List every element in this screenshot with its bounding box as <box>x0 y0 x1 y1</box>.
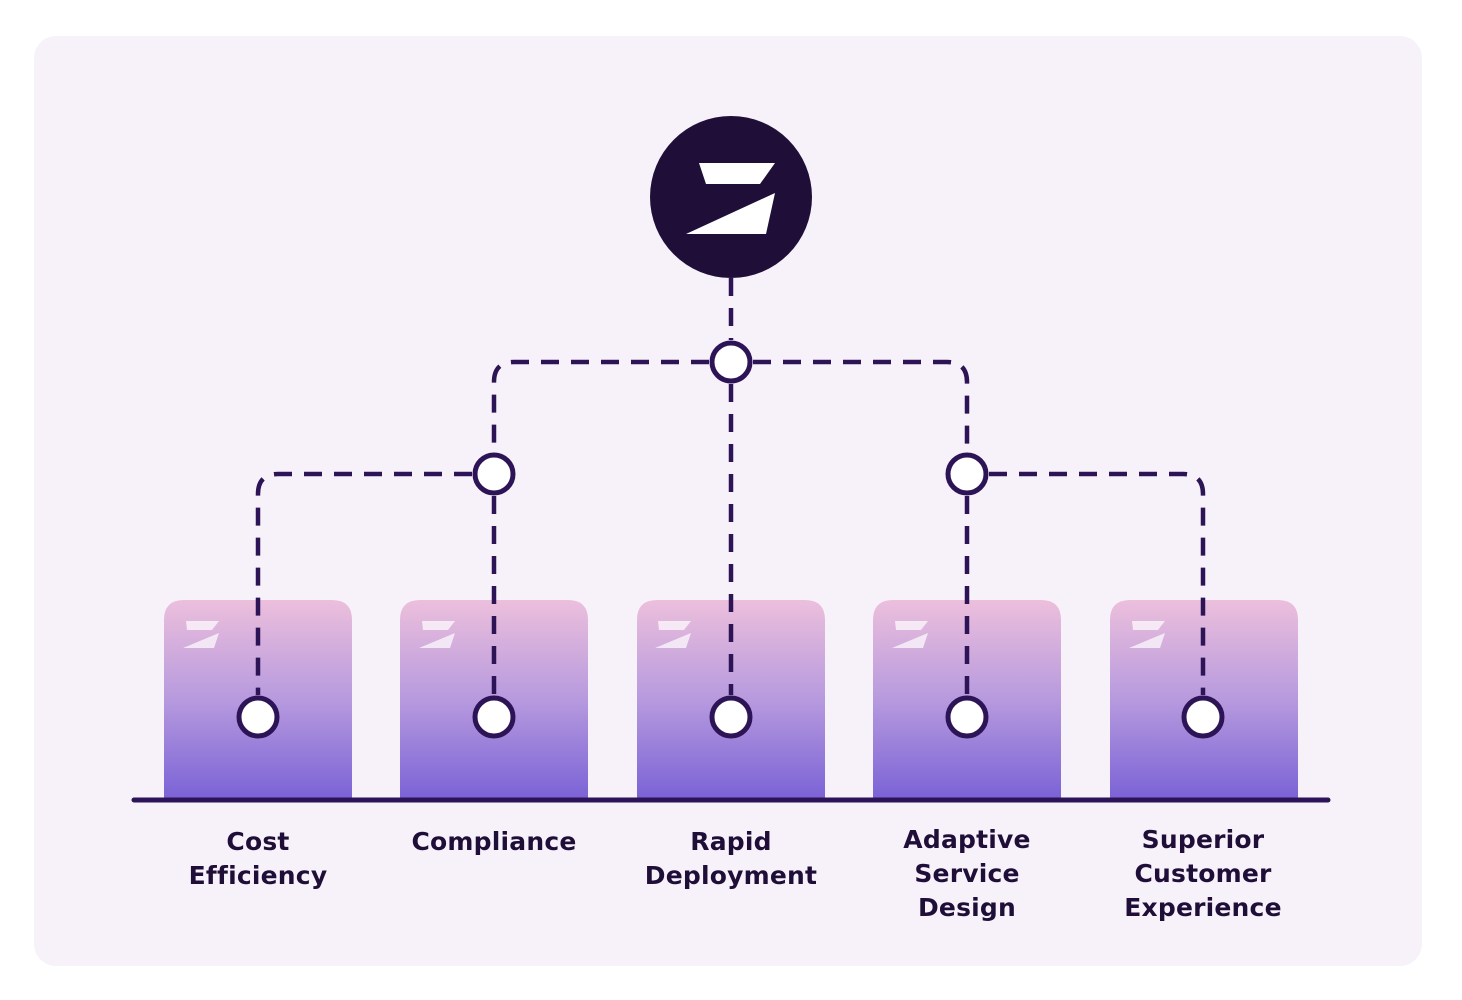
terminal-node-superior-customer-experience <box>1181 695 1225 739</box>
label-compliance: Compliance <box>411 827 577 856</box>
hub-logo <box>650 116 812 278</box>
box-z-logo-icon <box>1129 621 1165 648</box>
connector-right-branch <box>753 359 970 452</box>
terminal-node-rapid-deployment <box>709 695 753 739</box>
box-z-logo-icon <box>655 621 691 648</box>
box-z-logo-icon <box>892 621 928 648</box>
z-logo-icon <box>686 163 775 234</box>
connector-left-branch <box>491 359 709 452</box>
label-adaptive-service-design: Adaptive Service Design <box>903 825 1031 922</box>
junction-node-right <box>945 452 989 496</box>
box-z-logo-icon <box>183 621 219 648</box>
connector-to-superior-customer-experience <box>989 471 1206 695</box>
box-z-logo-icon <box>419 621 455 648</box>
terminal-node-adaptive-service-design <box>945 695 989 739</box>
label-superior-customer-experience: Superior Customer Experience <box>1124 825 1282 922</box>
terminal-node-cost-efficiency <box>236 695 280 739</box>
label-cost-efficiency: Cost Efficiency <box>188 827 328 890</box>
junction-node-center <box>709 340 753 384</box>
connector-to-cost-efficiency <box>255 471 472 695</box>
label-rapid-deployment: Rapid Deployment <box>644 827 818 890</box>
terminal-node-compliance <box>472 695 516 739</box>
junction-node-left <box>472 452 516 496</box>
